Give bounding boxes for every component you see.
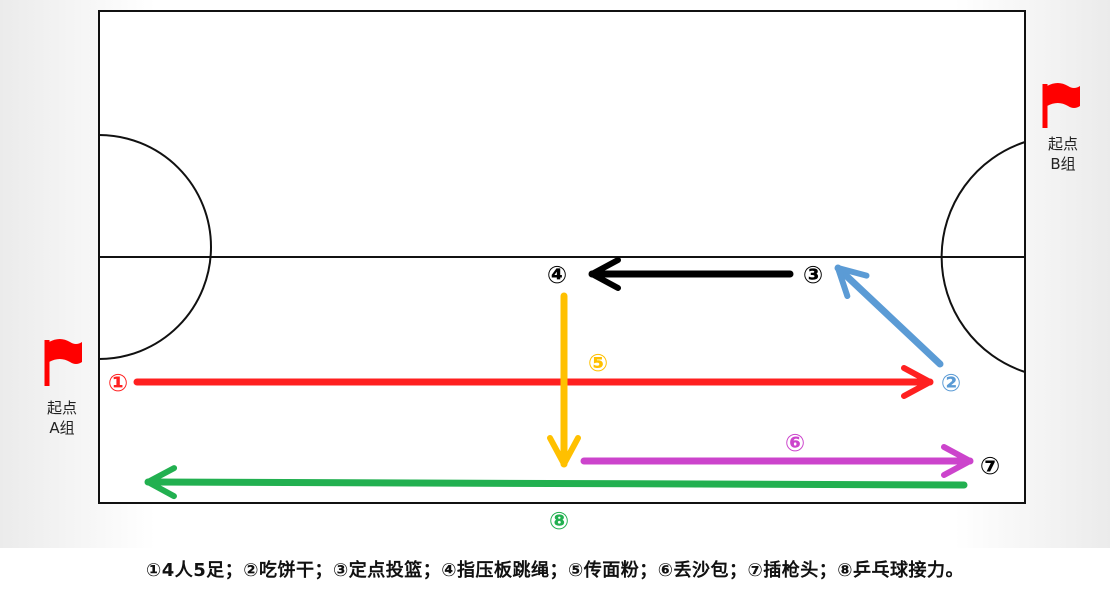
start-a-label: 起点 A组 xyxy=(32,398,92,438)
start-b-line1: 起点 xyxy=(1047,135,1078,153)
station-8-label: ⑧ xyxy=(549,507,569,535)
right-semicircle xyxy=(940,141,1026,373)
start-b-label: 起点 B组 xyxy=(1033,134,1093,174)
start-flag-a-icon xyxy=(44,339,82,386)
station-1-label: ① xyxy=(108,369,128,397)
station-6-label: ⑥ xyxy=(785,429,805,457)
start-a-line2: A组 xyxy=(49,419,75,437)
station-7-label: ⑦ xyxy=(980,452,1000,480)
station-3-label: ③ xyxy=(803,261,823,289)
start-a-line1: 起点 xyxy=(46,399,77,417)
start-b-line2: B组 xyxy=(1050,155,1076,173)
relay-course-diagram: ① ② ③ ④ ⑤ ⑥ ⑦ ⑧ xyxy=(44,10,1080,535)
station-4-label: ④ xyxy=(547,261,567,289)
left-semicircle xyxy=(98,134,212,360)
arrow-7-to-finish xyxy=(144,465,968,500)
station-2-label: ② xyxy=(941,369,961,397)
station-5-label: ⑤ xyxy=(588,349,608,377)
legend-text: ①4人5足；②吃饼干；③定点投篮；④指压板跳绳；⑤传面粉；⑥丢沙包；⑦插枪头；⑧… xyxy=(146,560,964,581)
start-flag-b-icon xyxy=(1042,83,1080,128)
arrow-2-to-3 xyxy=(834,264,944,368)
